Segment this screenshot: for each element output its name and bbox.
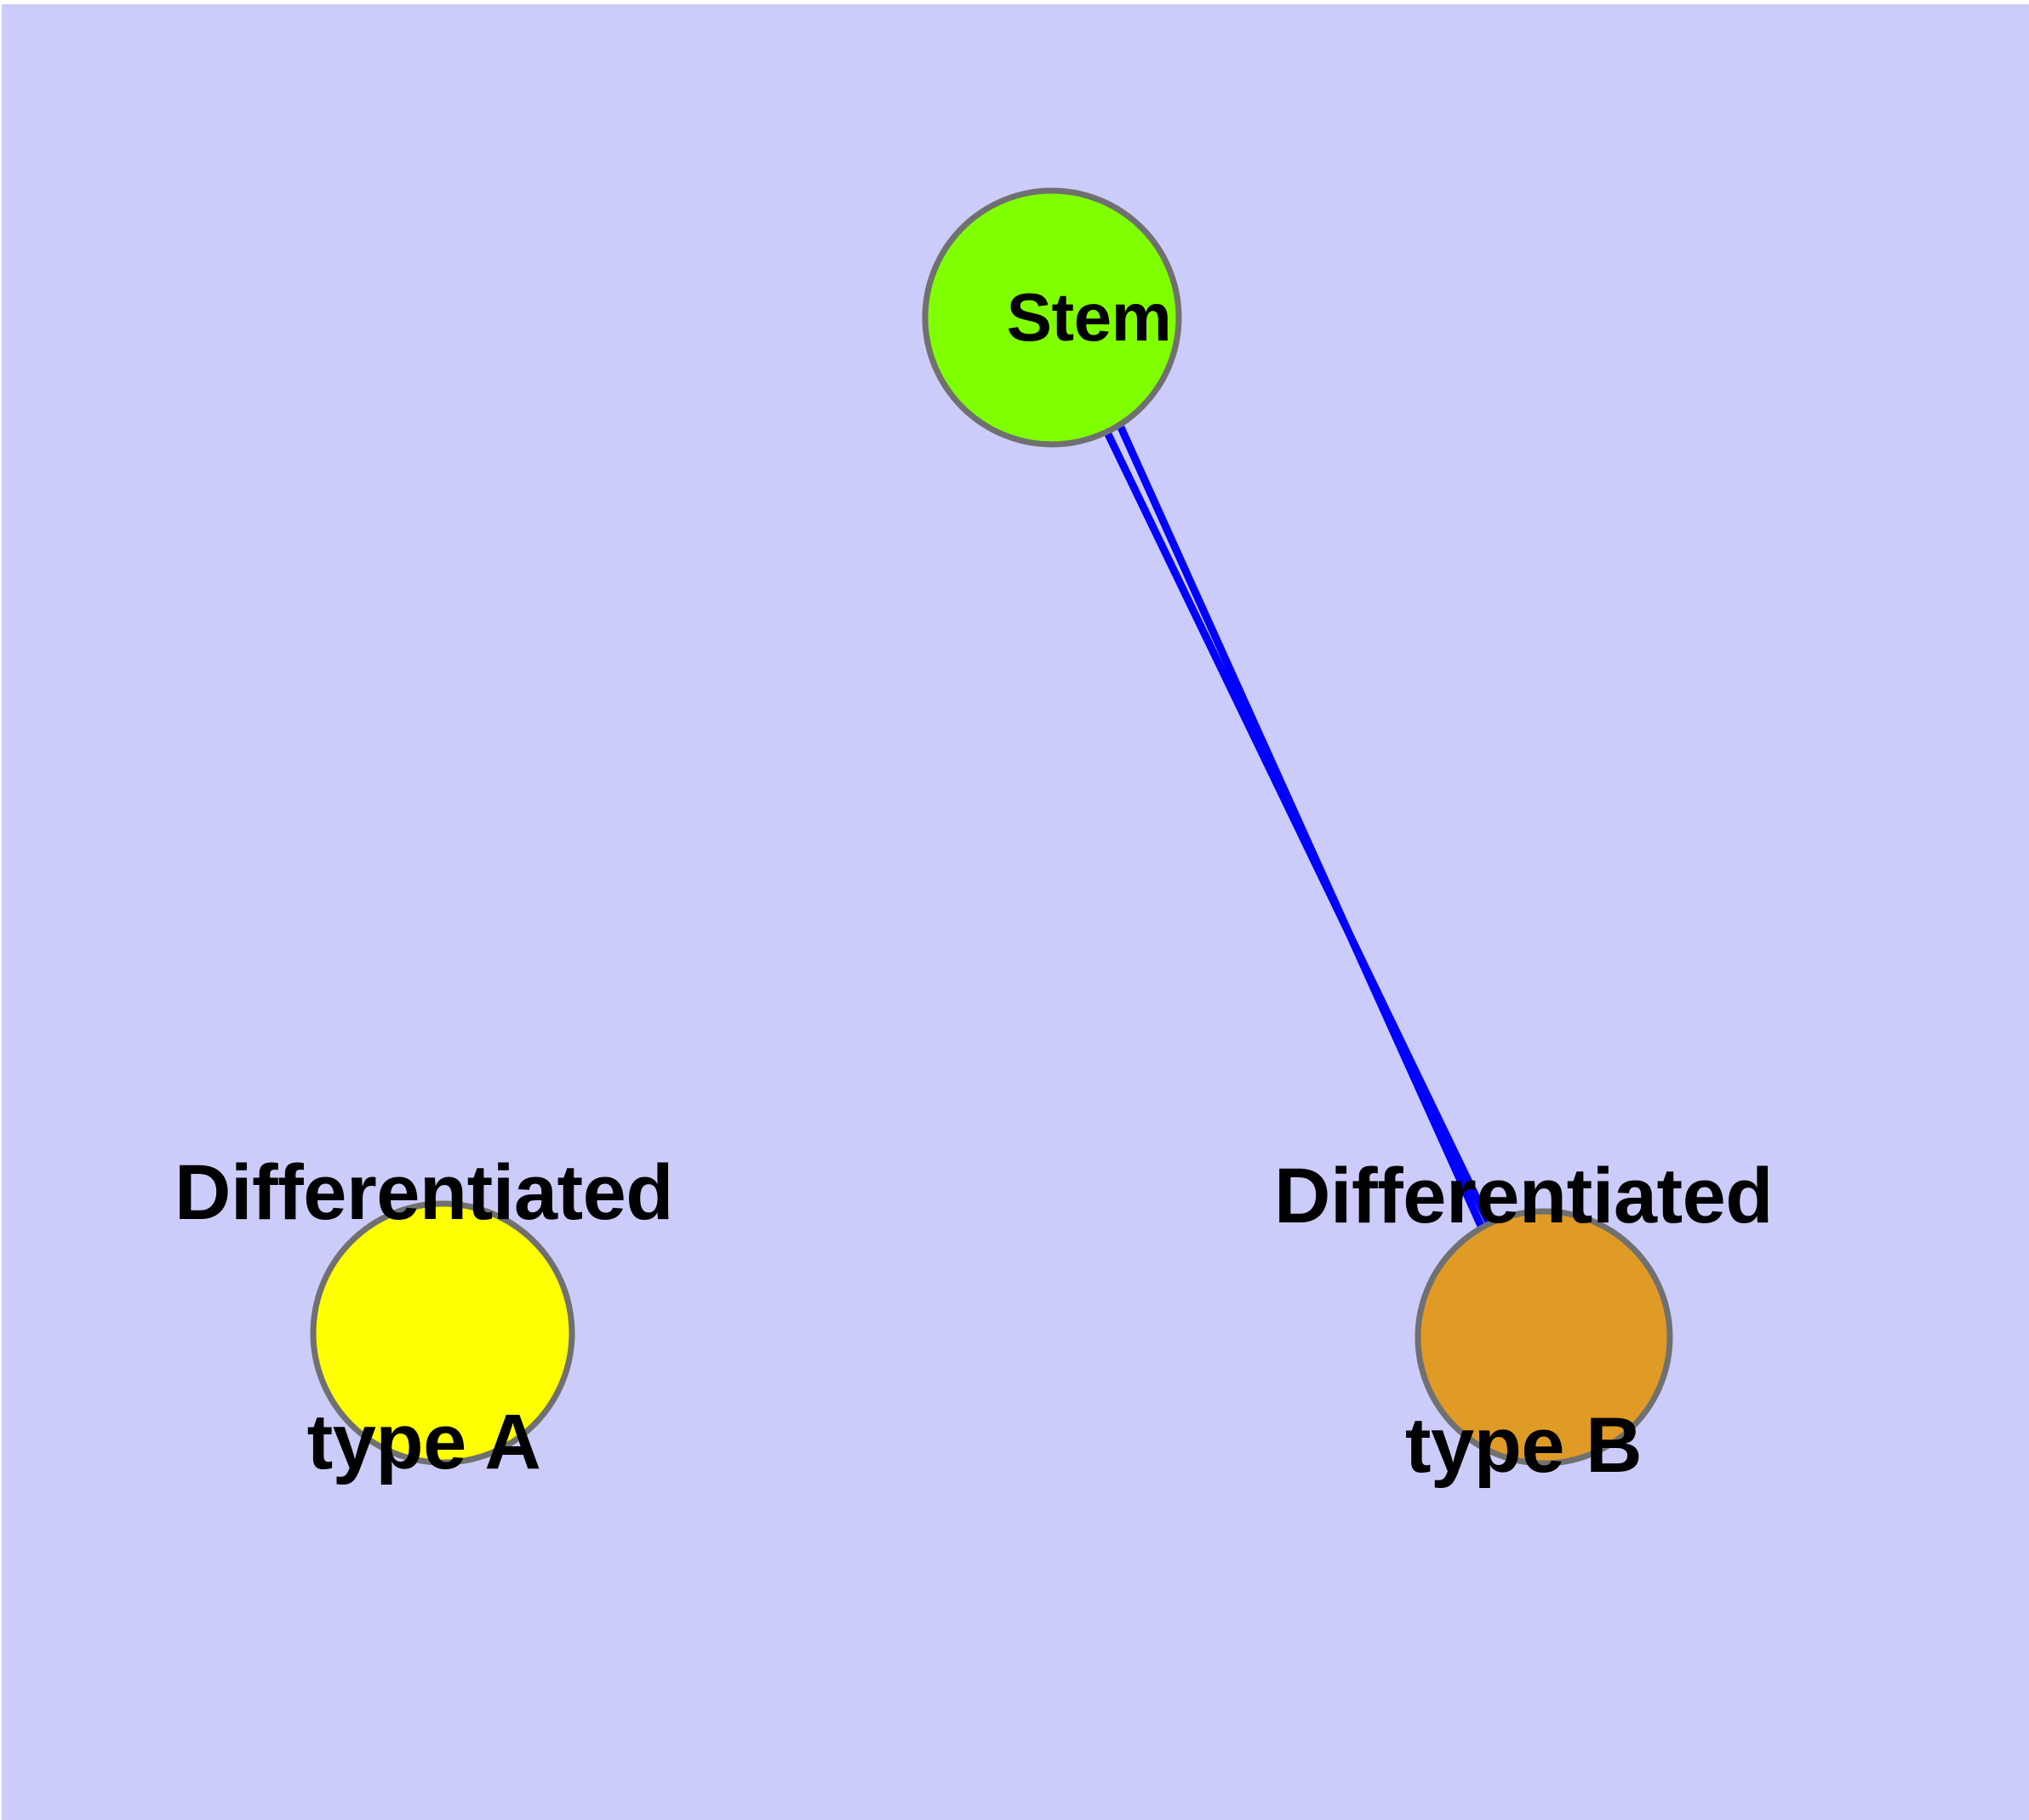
- node-stem[interactable]: [922, 187, 1182, 448]
- node-layer: [310, 187, 1673, 1467]
- edge-stem-to-differentiated-type-b: [1117, 426, 1485, 1228]
- edge-layer: [1103, 426, 1493, 1228]
- node-differentiated-type-b[interactable]: [1415, 1208, 1673, 1467]
- node-differentiated-type-a[interactable]: [310, 1200, 575, 1466]
